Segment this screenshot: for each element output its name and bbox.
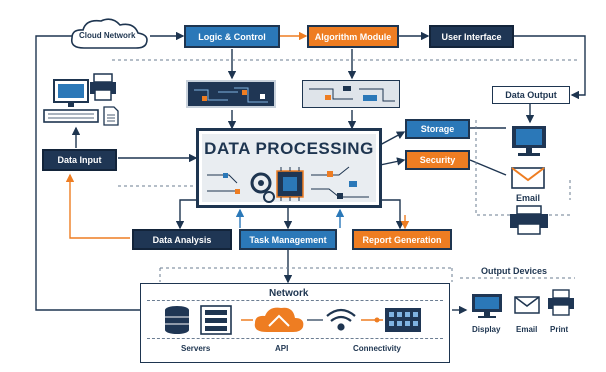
print-output-icon xyxy=(546,288,576,318)
network-title: Network xyxy=(269,288,309,299)
cloud-network-node[interactable]: Cloud Network xyxy=(66,16,152,52)
email-output-label: Email xyxy=(516,325,538,334)
cloud-icon xyxy=(70,18,148,49)
data-processing-block[interactable]: DATA PROCESSING xyxy=(196,128,382,208)
network-bottom-divider xyxy=(147,338,443,339)
cloud-network-label: Cloud Network xyxy=(79,31,136,40)
display-icon xyxy=(470,292,504,320)
storage-box[interactable]: Storage xyxy=(405,119,470,139)
api-label: API xyxy=(275,344,289,353)
desktop-computer-icon xyxy=(40,78,120,128)
email-envelope-icon xyxy=(510,166,546,190)
display-label: Display xyxy=(472,325,501,334)
logic-control-box[interactable]: Logic & Control xyxy=(184,25,280,48)
output-devices-title: Output Devices xyxy=(481,266,548,276)
security-box[interactable]: Security xyxy=(405,150,470,170)
printer-icon xyxy=(88,72,120,104)
email-label: Email xyxy=(516,193,541,203)
wifi-icon xyxy=(326,308,356,331)
data-analysis-box[interactable]: Data Analysis xyxy=(132,229,232,250)
user-interface-box[interactable]: User Interface xyxy=(429,25,514,48)
task-management-box[interactable]: Task Management xyxy=(239,229,337,250)
api-cloud-icon xyxy=(254,307,304,332)
logic-circuit-panel xyxy=(186,80,276,108)
network-panel[interactable]: Network Servers API Connectivity xyxy=(140,283,450,363)
network-divider xyxy=(147,300,443,301)
servers-label: Servers xyxy=(181,344,211,353)
algorithm-circuit-panel xyxy=(302,80,400,108)
network-switch-icon xyxy=(385,308,421,332)
gear-icon xyxy=(250,172,272,194)
data-output-box[interactable]: Data Output xyxy=(492,86,570,104)
document-icon xyxy=(103,106,119,126)
algorithm-module-box[interactable]: Algorithm Module xyxy=(307,25,399,48)
connectivity-label: Connectivity xyxy=(353,344,402,353)
small-gear-icon xyxy=(263,191,275,203)
database-icon xyxy=(165,306,189,334)
report-generation-box[interactable]: Report Generation xyxy=(352,229,452,250)
monitor-icon xyxy=(508,124,550,160)
printer-right-icon xyxy=(507,204,551,236)
email-output-icon xyxy=(514,296,540,314)
cpu-chip-icon xyxy=(276,167,304,201)
print-label: Print xyxy=(550,325,569,334)
server-rack-icon xyxy=(200,305,232,335)
data-input-box[interactable]: Data Input xyxy=(42,149,117,171)
data-processing-title: DATA PROCESSING xyxy=(204,139,374,158)
